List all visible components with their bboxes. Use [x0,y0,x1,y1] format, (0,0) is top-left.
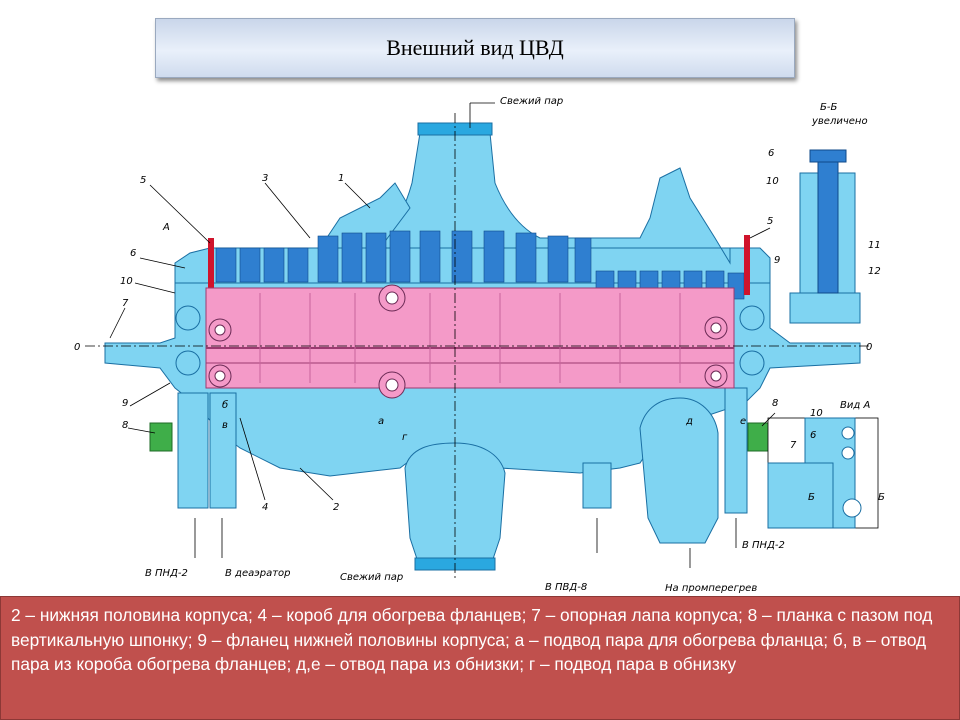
label-enlarged: увеличено [811,116,868,127]
label-steam-top: Свежий пар [500,96,563,107]
label-out-pnd2-right: В ПНД-2 [742,540,785,551]
label-out-deaerator: В деаэратор [225,568,291,579]
label-out-reheat: На промперегрев [665,583,757,594]
callout-section-10: 10 [766,176,779,187]
section-bb-detail [789,149,861,324]
key-left [149,422,173,452]
label-axis-left: 0 [74,342,80,353]
flange-fittings [208,284,728,399]
label-out-pnd2-left: В ПНД-2 [145,568,188,579]
callout-section-9: 9 [774,255,780,266]
callout-view-10: 10 [810,408,823,419]
label-axis-right: 0 [866,342,872,353]
callout-d: д [685,416,693,427]
callout-view-b2: Б [878,492,885,503]
callout-4: 4 [262,502,268,513]
pin-left [208,238,214,293]
callout-8-right: 8 [772,398,778,409]
callout-3: 3 [262,173,268,184]
flange-box [205,287,735,389]
label-view-a-top: А [162,222,170,233]
caption-text: 2 – нижняя половина корпуса; 4 – короб д… [11,605,933,674]
callout-9-left: 9 [122,398,128,409]
callout-section-11: 11 [868,240,881,251]
callout-5-right: 5 [767,216,773,227]
turbine-diagram: Свежий пар Б-Б увеличено А Вид А 0 0 В П… [74,96,885,594]
callout-view-b1: Б [808,492,815,503]
callout-7-left: 7 [122,298,129,309]
callout-view-6: 6 [810,430,816,441]
callout-8-left: 8 [122,420,128,431]
label-section-bb: Б-Б [820,102,837,113]
callout-10-left: 10 [120,276,133,287]
callout-a: а [378,416,384,427]
casing-bolt-holes [175,305,765,376]
callout-e: е [740,416,746,427]
leader-lines [109,102,776,568]
callout-1: 1 [338,173,344,184]
callout-section-6: 6 [768,148,774,159]
label-view-a-title: Вид А [840,400,870,411]
callout-2: 2 [333,502,339,513]
callout-6-left: 6 [130,248,136,259]
caption-box: 2 – нижняя половина корпуса; 4 – короб д… [0,596,960,720]
callout-g: г [402,432,408,443]
callout-5-left: 5 [140,175,146,186]
slide-title: Внешний вид ЦВД [386,35,564,60]
callout-v: в [222,420,228,431]
label-steam-bottom: Свежий пар [340,572,403,583]
callout-b: б [222,399,228,411]
view-a-detail [767,417,879,529]
slide-title-box: Внешний вид ЦВД [155,18,795,78]
callout-view-7: 7 [790,440,797,451]
pin-right [744,235,750,295]
label-out-pvd8: В ПВД-8 [545,582,587,593]
key-right [747,422,771,452]
callout-section-12: 12 [868,266,881,277]
